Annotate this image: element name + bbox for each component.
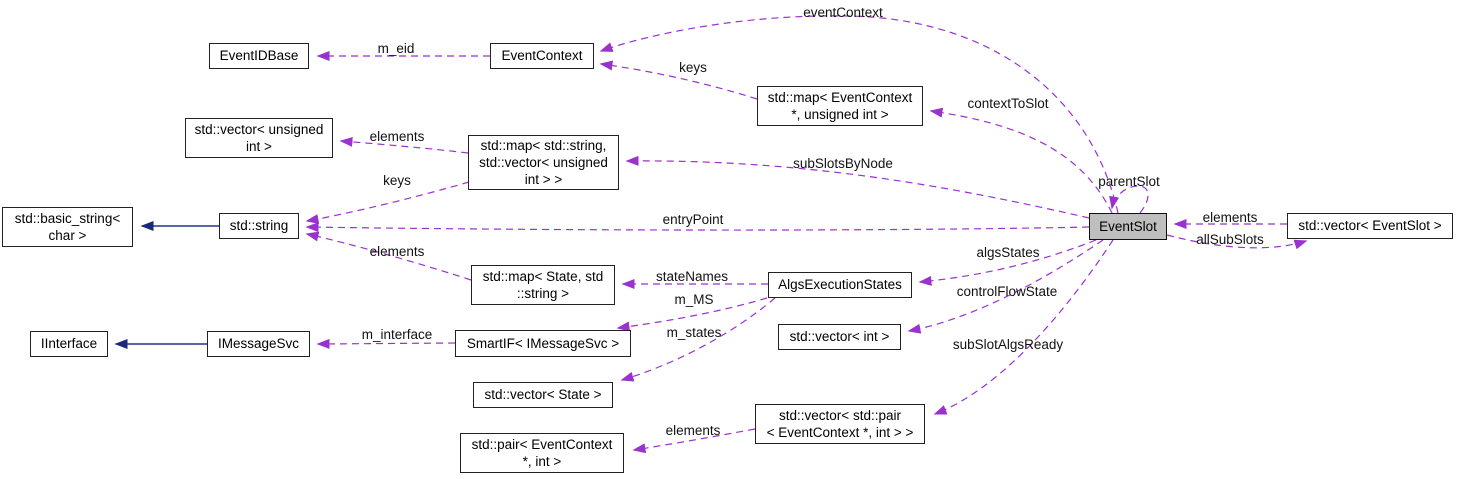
edge-label-keys-mid: keys <box>383 173 411 188</box>
edge-subslotsbynode <box>625 155 1090 219</box>
node-basic-string-char[interactable]: std::basic_string< char > <box>2 207 133 247</box>
edge-keys-mid <box>305 181 470 224</box>
edge-label-parentslot: parentSlot <box>1098 174 1160 189</box>
edge-elements-pair <box>632 428 756 454</box>
node-iinterface[interactable]: IInterface <box>30 331 108 357</box>
node-smartif-imessagesvc[interactable]: SmartIF< IMessageSvc > <box>455 330 631 357</box>
edge-label-contexttoslot: contextToSlot <box>967 96 1048 111</box>
edge-label-algsstates: algsStates <box>976 245 1039 260</box>
edge-allsubslots <box>1166 234 1308 250</box>
edge-m-ms <box>616 297 768 332</box>
node-event-context[interactable]: EventContext <box>490 43 594 69</box>
edge-contexttoslot <box>929 107 1113 214</box>
node-vector-state[interactable]: std::vector< State > <box>473 382 613 408</box>
edge-label-elements-string: elements <box>370 244 425 259</box>
node-vector-eventslot[interactable]: std::vector< EventSlot > <box>1287 213 1453 239</box>
edge-elements-vuint <box>339 136 469 154</box>
node-event-slot[interactable]: EventSlot <box>1089 213 1167 240</box>
edge-label-allsubslots: allSubSlots <box>1196 232 1264 247</box>
edge-entrypoint <box>305 222 1090 233</box>
edge-algsstates <box>918 239 1097 286</box>
edge-label-entrypoint: entryPoint <box>663 212 724 227</box>
node-event-id-base[interactable]: EventIDBase <box>209 43 309 69</box>
edge-label-controlflowstate: controlFlowState <box>957 284 1058 299</box>
edge-label-subslotsbynode: subSlotsByNode <box>793 156 893 171</box>
edge-label-m-eid: m_eid <box>378 41 415 56</box>
edge-label-m-states: m_states <box>667 325 722 340</box>
node-map-eventcontext-uint[interactable]: std::map< EventContext *, unsigned int > <box>757 86 923 126</box>
node-vector-pair[interactable]: std::vector< std::pair < EventContext *,… <box>755 404 925 444</box>
edge-parentslot-loop <box>1109 185 1149 214</box>
node-map-string-vector[interactable]: std::map< std::string, std::vector< unsi… <box>468 135 619 190</box>
edge-label-m-interface: m_interface <box>362 327 433 342</box>
edge-elements-string <box>305 231 472 281</box>
edge-label-m-ms: m_MS <box>674 292 713 307</box>
edge-label-subslotalgsready: subSlotAlgsReady <box>953 337 1064 352</box>
edge-eventcontext <box>599 15 1119 214</box>
edge-subslotalgsready <box>933 239 1114 415</box>
node-pair-eventcontext-int[interactable]: std::pair< EventContext *, int > <box>460 433 624 473</box>
node-imessagesvc[interactable]: IMessageSvc <box>207 331 310 357</box>
edge-label-elements-pair: elements <box>666 423 721 438</box>
edge-label-keys-upper: keys <box>679 60 707 75</box>
edge-m-interface <box>316 338 456 349</box>
edge-label-eventcontext: eventContext <box>803 5 883 20</box>
edge-keys-upper <box>599 60 758 100</box>
node-std-string[interactable]: std::string <box>219 213 299 239</box>
edge-controlflowstate <box>907 239 1104 334</box>
edge-label-elements-vuint: elements <box>370 129 425 144</box>
edge-m-states <box>620 297 776 382</box>
node-algs-execution-states[interactable]: AlgsExecutionStates <box>768 272 912 298</box>
edge-label-statenames: stateNames <box>656 269 728 284</box>
node-vector-unsigned-int[interactable]: std::vector< unsigned int > <box>185 118 333 158</box>
node-vector-int[interactable]: std::vector< int > <box>778 324 901 350</box>
node-map-state-string[interactable]: std::map< State, std ::string > <box>471 265 615 305</box>
edge-label-elements-slot: elements <box>1203 210 1258 225</box>
